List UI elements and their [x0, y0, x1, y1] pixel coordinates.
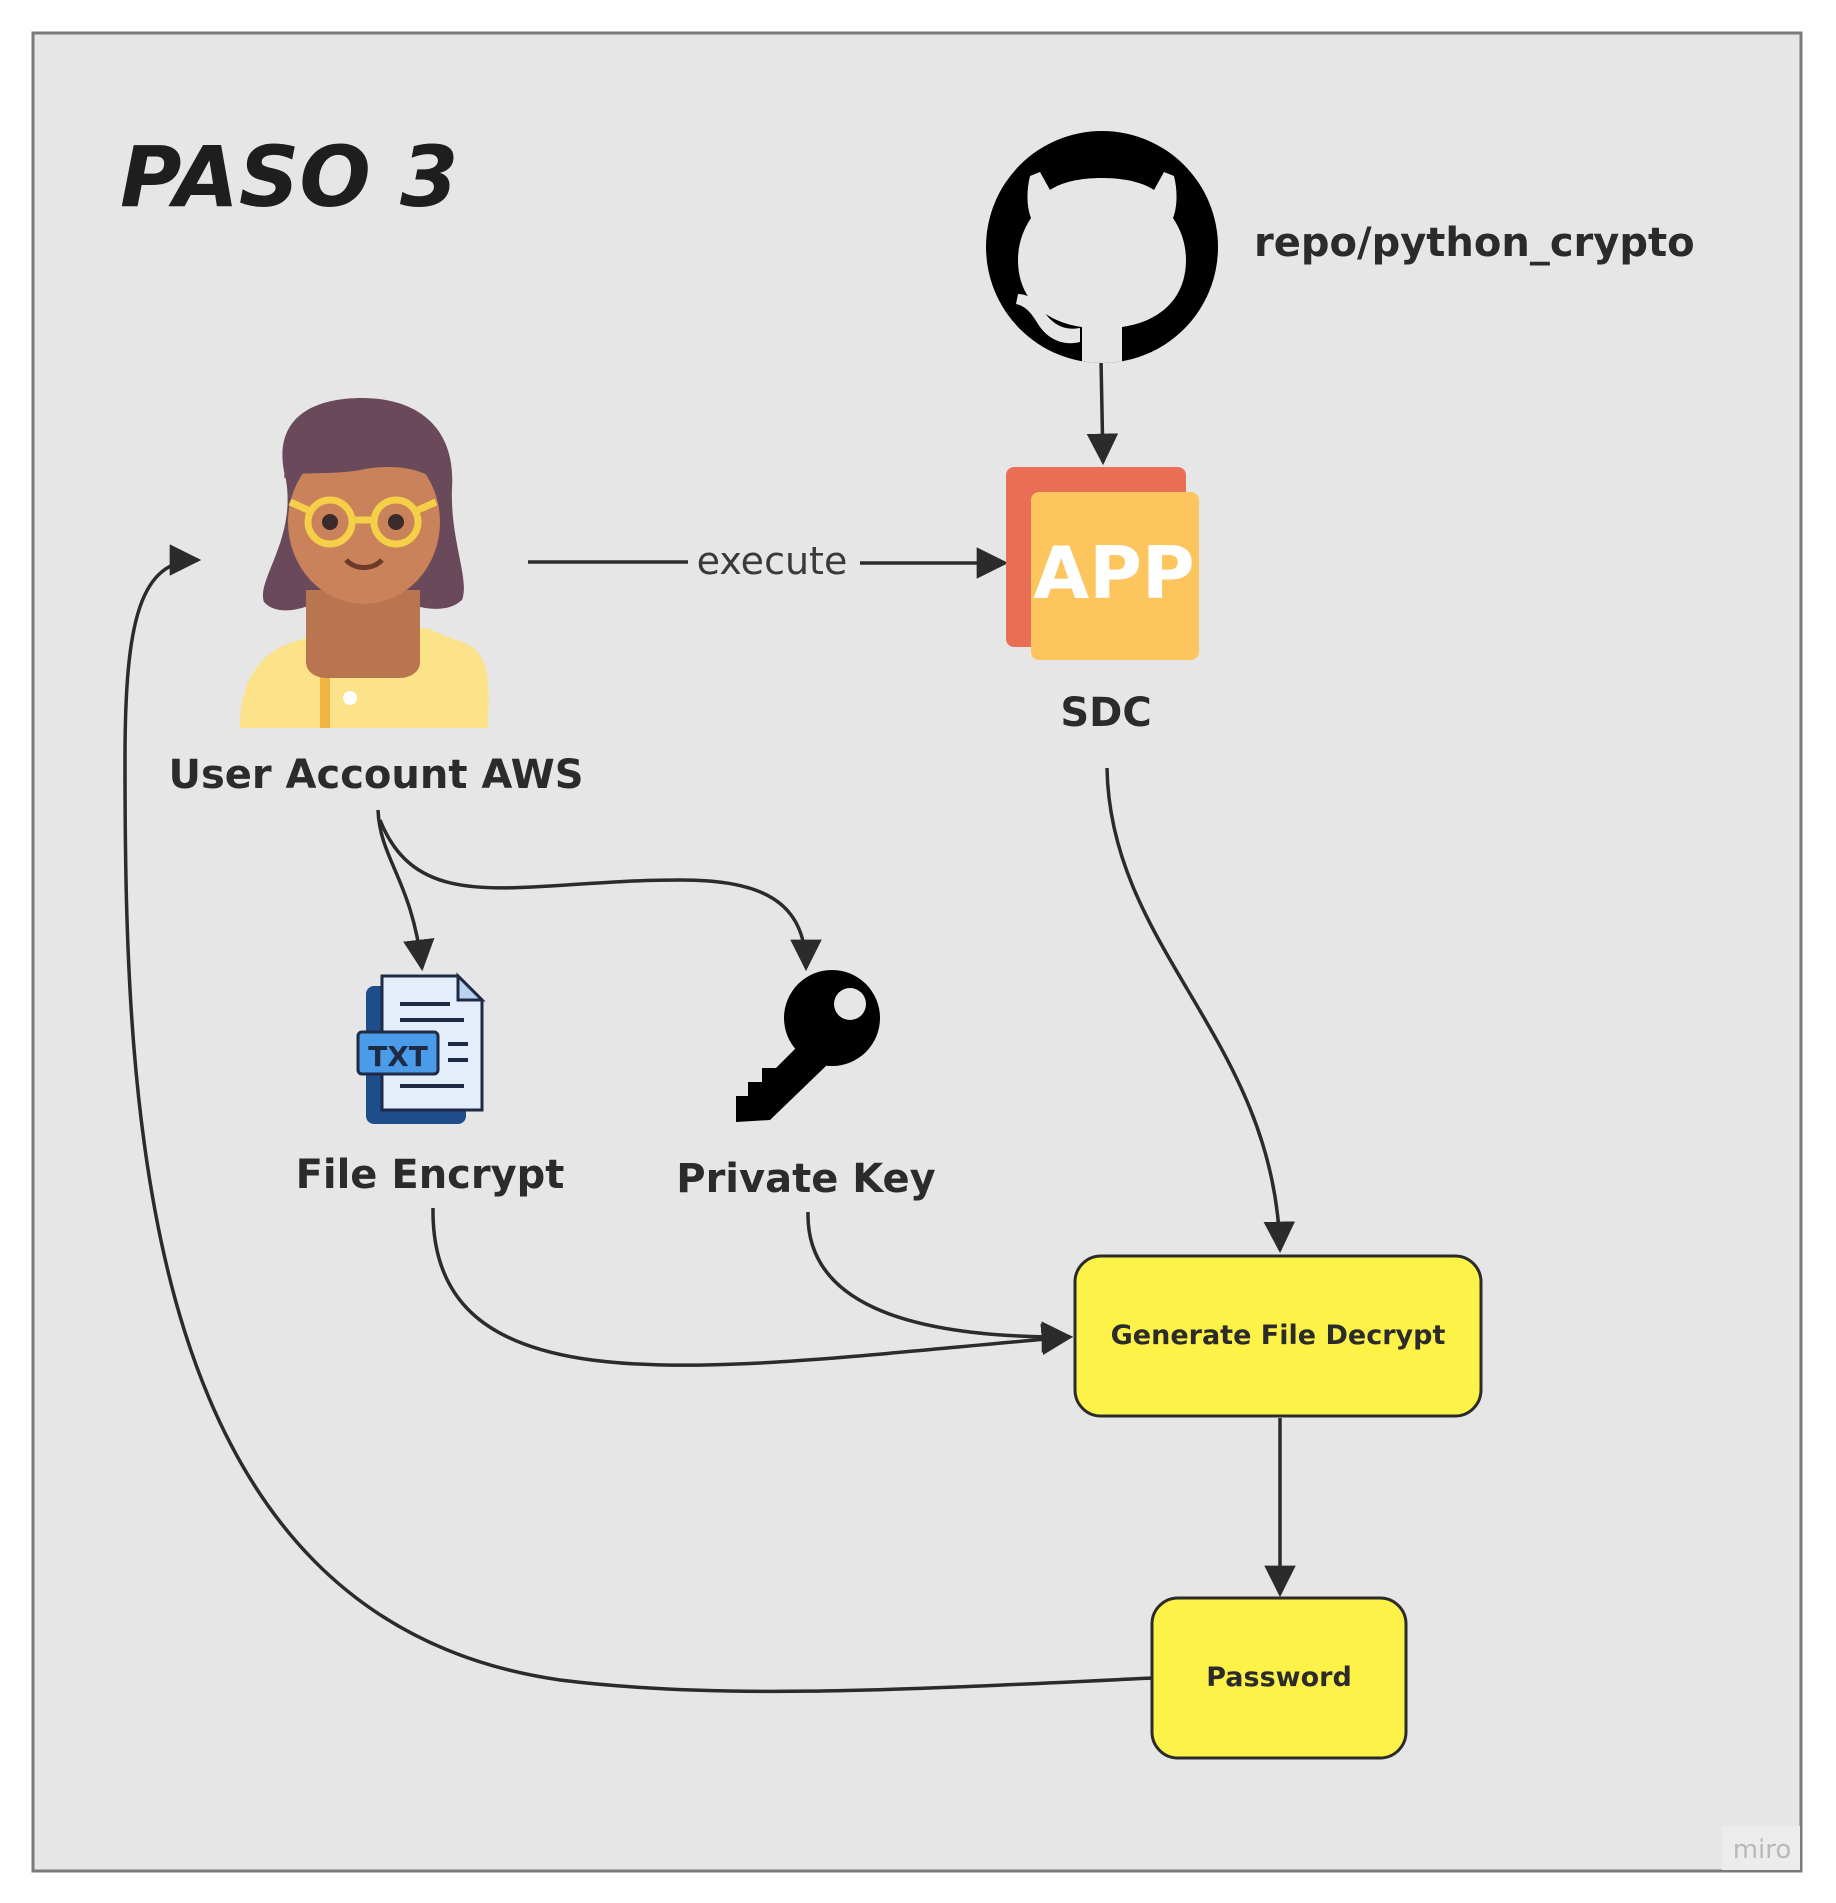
edge-label-execute: execute — [697, 539, 848, 583]
node-key[interactable]: Private Key — [676, 970, 936, 1202]
node-repo[interactable]: repo/python_crypto — [986, 131, 1695, 420]
node-file[interactable]: TXT File Encrypt — [296, 972, 565, 1198]
watermark: miro — [1733, 1835, 1792, 1865]
key-icon — [736, 970, 880, 1122]
txt-file-icon-text: TXT — [368, 1040, 428, 1073]
github-icon — [986, 131, 1218, 363]
node-app-label: SDC — [1060, 690, 1151, 736]
app-icon: APP — [1006, 467, 1199, 660]
app-icon-text: APP — [1033, 531, 1194, 615]
watermark-bg — [1722, 1826, 1800, 1870]
node-decrypt-box[interactable] — [1073, 1254, 1483, 1418]
page-title: PASO 3 — [120, 128, 458, 226]
edge-app-to-decrypt[interactable] — [1105, 767, 1296, 1254]
board-frame — [31, 31, 1803, 1873]
node-user[interactable]: User Account AWS — [168, 398, 584, 798]
node-password[interactable]: Password — [1150, 1596, 1408, 1760]
edge-key-to-decrypt[interactable] — [806, 1211, 1074, 1353]
node-decrypt[interactable]: Generate File Decrypt — [1073, 1254, 1483, 1418]
node-decrypt-label: Generate File Decrypt — [1111, 1320, 1446, 1351]
edge-user-to-key[interactable] — [378, 819, 822, 972]
edge-file-to-decrypt[interactable] — [431, 1207, 1074, 1367]
node-app[interactable]: APP SDC — [1006, 467, 1199, 736]
txt-file-icon: TXT — [356, 972, 486, 1124]
node-password-label: Password — [1206, 1662, 1352, 1693]
edge-password-to-user[interactable] — [123, 544, 1153, 1694]
user-woman-icon — [240, 398, 489, 728]
node-password-box[interactable] — [1150, 1596, 1408, 1760]
node-repo-label: repo/python_crypto — [1254, 220, 1695, 266]
edges — [123, 359, 1296, 1694]
node-file-label: File Encrypt — [296, 1152, 565, 1198]
node-key-label: Private Key — [676, 1156, 936, 1202]
edge-user-to-file[interactable] — [376, 809, 435, 972]
node-user-label: User Account AWS — [168, 752, 583, 798]
edge-repo-to-app[interactable] — [1086, 359, 1119, 466]
